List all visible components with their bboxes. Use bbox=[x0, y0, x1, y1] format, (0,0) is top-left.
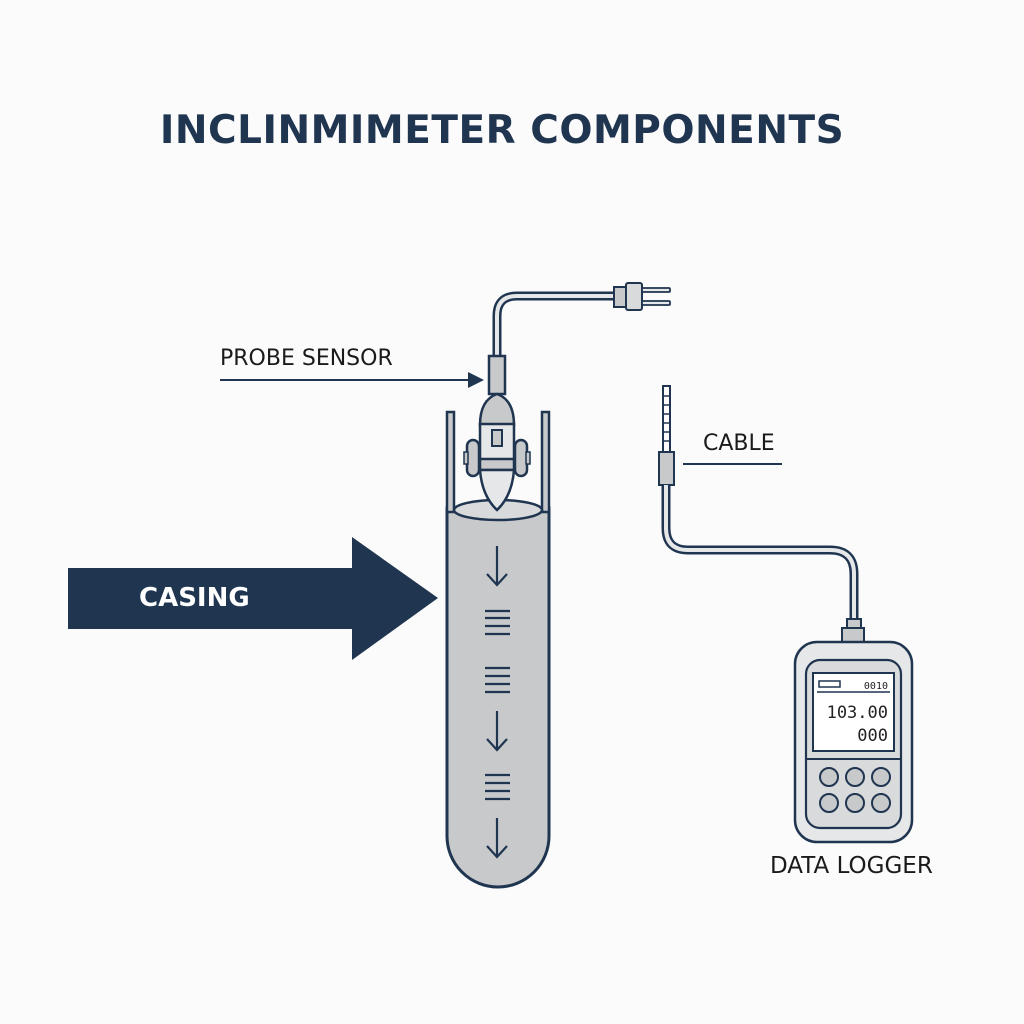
casing-markers bbox=[485, 546, 510, 859]
keypad-button[interactable] bbox=[819, 793, 839, 813]
data-logger-label: DATA LOGGER bbox=[770, 853, 933, 879]
hatch-lines-icon bbox=[485, 773, 510, 801]
keypad-button[interactable] bbox=[845, 767, 865, 787]
casing-label: CASING bbox=[139, 583, 250, 613]
wheel-icon bbox=[513, 438, 531, 478]
hatch-lines-icon bbox=[485, 666, 510, 694]
keypad bbox=[819, 767, 891, 813]
keypad-button[interactable] bbox=[845, 793, 865, 813]
hatch-lines-icon bbox=[485, 609, 510, 636]
keypad-button[interactable] bbox=[871, 767, 891, 787]
probe-sensor bbox=[463, 354, 531, 512]
plug-icon bbox=[613, 282, 671, 311]
down-arrow-icon bbox=[486, 818, 508, 859]
down-arrow-icon bbox=[486, 711, 508, 752]
probe-sensor-label: PROBE SENSOR bbox=[220, 346, 393, 371]
wheel-icon bbox=[463, 438, 481, 478]
data-logger-device: 0010 103.00 000 bbox=[793, 627, 914, 844]
casing-arrow bbox=[68, 537, 438, 660]
probe-sensor-pointer bbox=[220, 372, 484, 388]
display-sub-reading: 000 bbox=[857, 726, 888, 746]
keypad-button[interactable] bbox=[819, 767, 839, 787]
keypad-button[interactable] bbox=[871, 793, 891, 813]
diagram-title: INCLINMIMETER COMPONENTS bbox=[159, 108, 845, 153]
casing-tube bbox=[445, 410, 551, 889]
cable-label: CABLE bbox=[703, 431, 775, 456]
display-top-right: 0010 bbox=[864, 681, 888, 692]
display-main-reading: 103.00 bbox=[827, 703, 888, 723]
logger-cable bbox=[658, 385, 862, 630]
down-arrow-icon bbox=[486, 546, 508, 587]
probe-cable bbox=[492, 282, 671, 362]
